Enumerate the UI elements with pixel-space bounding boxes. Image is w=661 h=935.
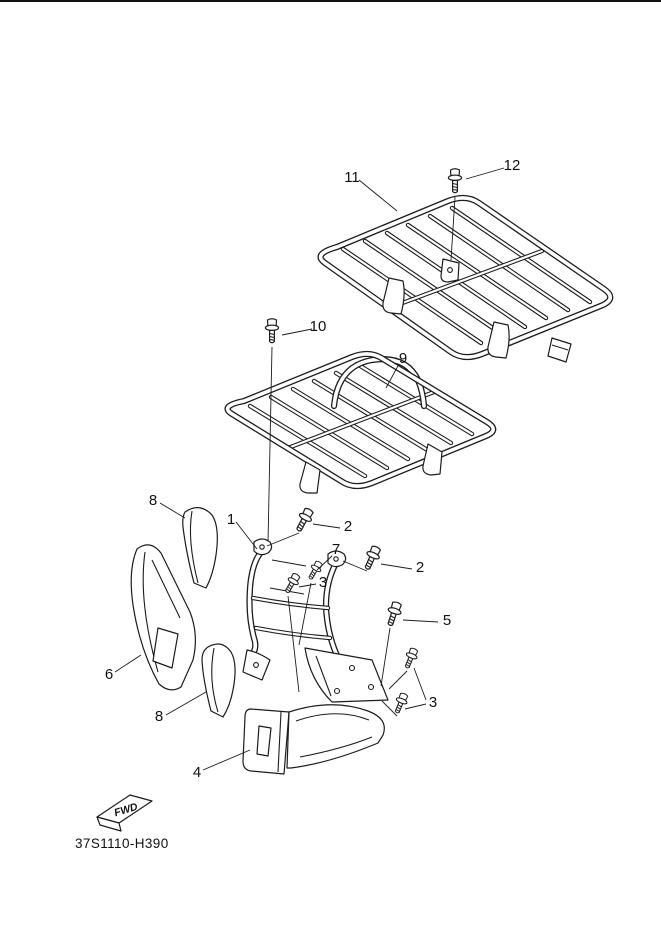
callout-6: 6 <box>105 666 113 683</box>
callout-10: 10 <box>310 318 327 335</box>
callout-5: 5 <box>443 612 451 629</box>
guard-strip-lower <box>201 643 236 718</box>
callout-12: 12 <box>504 157 521 174</box>
callout-9: 9 <box>399 350 407 367</box>
bolt-2-left <box>291 505 317 535</box>
callout-11: 11 <box>344 169 360 186</box>
front-lower-guard <box>242 704 385 775</box>
rear-carrier-rack <box>321 198 611 363</box>
front-carrier-rack <box>228 354 494 494</box>
bolt-3-right-upper <box>401 646 421 671</box>
callout-3-right: 3 <box>429 694 437 711</box>
callout-2-left: 2 <box>344 518 352 535</box>
callout-4: 4 <box>193 764 201 781</box>
bumper-stay-assembly <box>242 538 389 703</box>
bolt-10 <box>264 318 280 344</box>
callout-2-right: 2 <box>416 559 424 576</box>
bolt-10-fit-line <box>267 346 273 544</box>
bolt-fit-lines <box>266 532 408 717</box>
bolt-5 <box>383 599 405 628</box>
callout-leader-lines <box>114 167 505 771</box>
page-top-border <box>0 0 661 2</box>
guard-strip-upper <box>182 507 218 589</box>
bolt-3-right-lower <box>391 691 411 716</box>
callout-7: 7 <box>332 541 340 558</box>
callout-3-left: 3 <box>319 574 327 591</box>
guard-panel <box>130 544 196 691</box>
bolt-12-fit-line <box>450 196 456 261</box>
callout-1: 1 <box>227 511 235 528</box>
fwd-arrow-icon: FWD <box>96 794 153 832</box>
callout-8-lower: 8 <box>155 708 163 725</box>
callout-8-upper: 8 <box>149 492 157 509</box>
bolt-2-right <box>360 543 384 573</box>
drawing-part-code: 37S1110-H390 <box>75 836 169 851</box>
bolt-12 <box>447 168 463 194</box>
